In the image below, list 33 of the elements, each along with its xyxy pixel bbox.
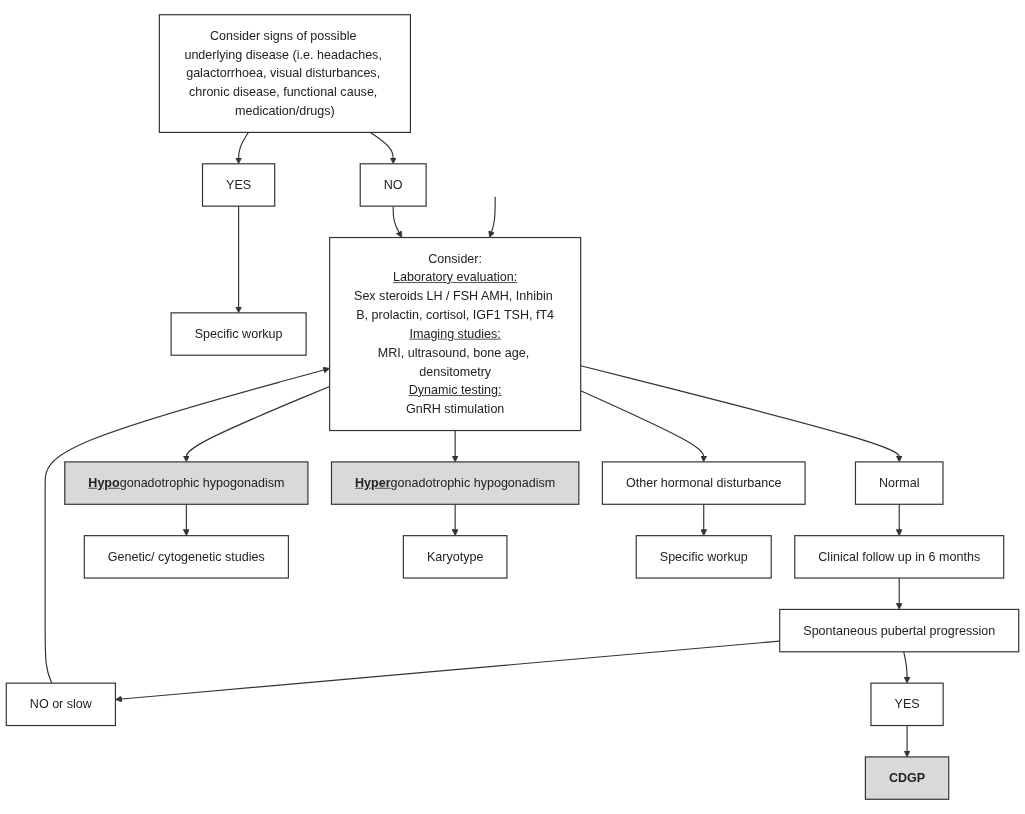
arrow — [488, 196, 496, 238]
arrow — [700, 503, 708, 536]
node-box: Specific workup — [635, 535, 772, 579]
arrow — [235, 131, 249, 165]
arrow — [235, 205, 243, 314]
node-box: Consider signs of possible underlying disease (i.e. headaches, galactorrhoea, visual disturbances, chronic disease, functional cause, medication/drugs) — [158, 14, 411, 133]
node-box: Spontaneous pubertal progression — [779, 608, 1020, 653]
arrow — [451, 503, 459, 536]
arrow — [895, 503, 903, 536]
node-box: Hypergonadotrophic hypogonadism — [330, 461, 580, 505]
arrow — [903, 724, 911, 758]
arrow — [44, 366, 330, 684]
arrow — [451, 429, 459, 463]
arrow — [580, 390, 708, 463]
node-box: YES — [201, 163, 276, 207]
node-box: Normal — [854, 461, 944, 505]
node-box: NO or slow — [5, 682, 117, 727]
node-box: YES — [870, 682, 944, 727]
arrow — [182, 503, 190, 536]
arrow — [369, 131, 397, 165]
node-box: Other hormonal disturbance — [601, 461, 806, 505]
node-box: Hypogonadotrophic hypogonadism — [64, 461, 309, 505]
arrow — [903, 651, 911, 684]
node-box: Specific workup — [170, 312, 307, 356]
node-box: NO — [359, 163, 427, 207]
node-box: Karyotype — [402, 535, 508, 579]
arrow — [895, 577, 903, 610]
node-box: Genetic/ cytogenetic studies — [83, 535, 289, 579]
arrow — [580, 365, 903, 463]
node-box: Consider: Laboratory evaluation: Sex steroids LH / FSH AMH, Inhibin B, prolactin, cortisol, IGF1 TSH, fT4 Imaging studies: MRI, ultrasound, bone age, densitometry Dynamic testing: GnRH stimulation — [329, 236, 582, 432]
node-box: CDGP — [864, 756, 950, 800]
node-box: Clinical follow up in 6 months — [794, 535, 1005, 579]
arrow — [392, 205, 403, 238]
